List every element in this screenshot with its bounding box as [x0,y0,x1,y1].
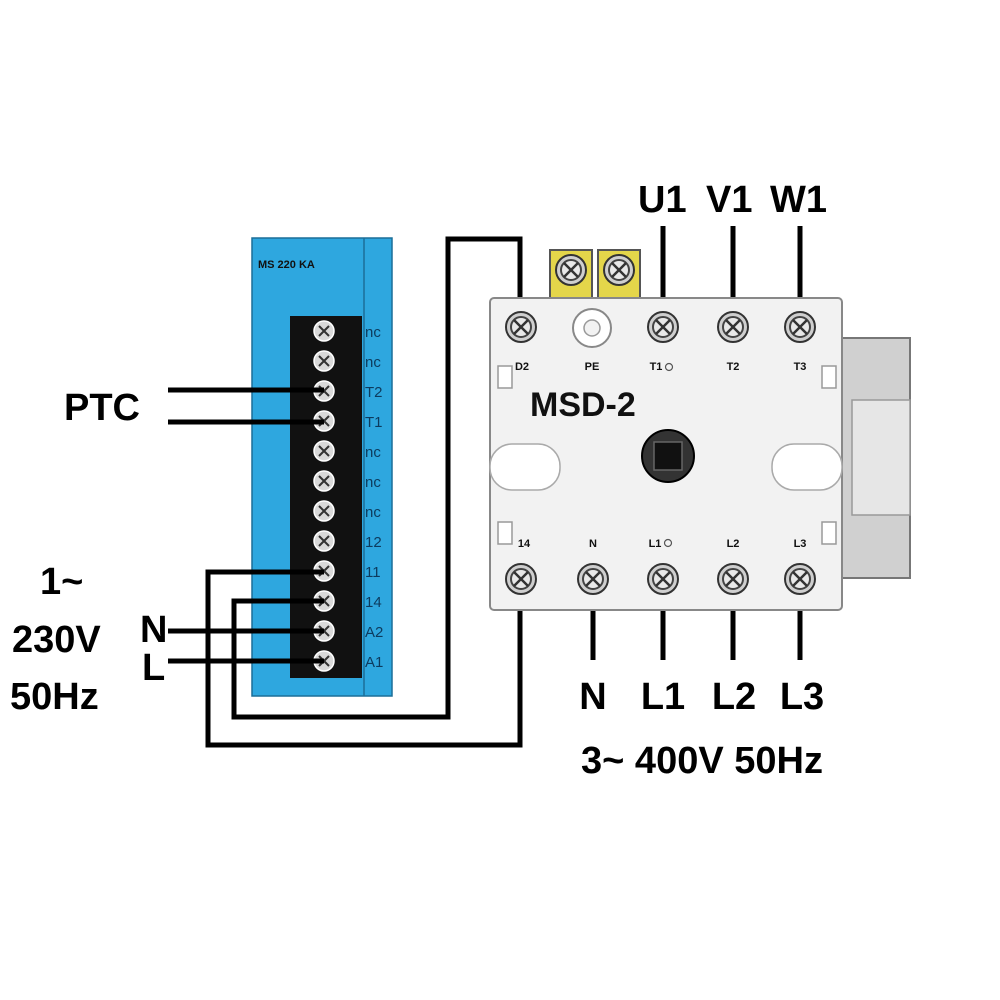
wire-11-to-14 [205,569,523,748]
relay-terminal-label: T2 [365,384,383,401]
label-single-voltage: 230V [12,619,101,661]
label-single-phase: 1~ [40,561,83,603]
relay-terminal-screw-nc [313,440,335,462]
bottom-label-l2: L2 [727,538,740,550]
bottom-label-l1: L1 [649,538,662,550]
relay-terminal-label: T1 [365,414,383,431]
label-supply-l3: L3 [780,676,824,718]
label-three-phase: 3~ 400V 50Hz [581,740,823,782]
msd-device: D2 PE T1 T2 T3 14 N L1 L2 L3 MSD-2 [489,249,911,611]
top-label-t3: T3 [794,361,807,373]
relay-terminal-screw-nc [313,350,335,372]
label-v1: V1 [706,179,752,221]
label-ptc: PTC [64,387,140,429]
terminal-screw-t2 [717,311,749,343]
relay-terminal-label: nc [365,354,381,371]
wires [168,226,803,748]
relay-terminal-screw-12 [313,530,335,552]
label-supply-l2: L2 [712,676,756,718]
terminal-screw-l1 [647,563,679,595]
terminal-screw-l2 [717,563,749,595]
top-label-t2: T2 [727,361,740,373]
relay-terminal-screw-nc [313,320,335,342]
relay-terminal-strip [290,316,362,678]
relay-terminal-label: A1 [365,654,383,671]
terminal-screw-n [577,563,609,595]
terminal-screw-d2 [505,311,537,343]
label-u1: U1 [638,179,687,221]
relay-terminal-label: A2 [365,624,383,641]
relay-terminal-label: nc [365,504,381,521]
relay-terminal-label: 14 [365,594,382,611]
relay-terminal-label: 12 [365,534,382,551]
bottom-label-n: N [589,538,597,550]
reset-button-face [653,441,683,471]
device-side-module-inner [851,399,911,516]
top-label-d2: D2 [515,361,529,373]
relay-terminal-label: 11 [365,564,381,581]
relay-terminal-label: nc [365,324,381,341]
relay-model-label: MS 220 KA [258,259,315,271]
top-label-pe: PE [585,361,600,373]
top-label-t1: T1 [650,361,663,373]
terminal-screw-t3 [784,311,816,343]
wire-14-to-d2 [231,236,523,720]
relay-terminal-screw-nc [313,500,335,522]
labels: PTC 1~ 230V 50Hz N L U1 V1 W1 N L1 L2 L3… [10,179,827,782]
label-supply-l1: L1 [641,676,685,718]
relay-terminal-screw-nc [313,470,335,492]
terminal-screw-14 [505,563,537,595]
label-single-freq: 50Hz [10,676,99,718]
terminal-screw-l3 [784,563,816,595]
terminal-screw-t1 [647,311,679,343]
label-w1: W1 [770,179,827,221]
label-n: N [140,609,167,651]
relay-terminal-label: nc [365,474,381,491]
device-name: MSD-2 [530,386,636,424]
label-supply-n: N [579,676,606,718]
relay-terminal-label: nc [365,444,381,461]
bottom-label-l3: L3 [794,538,807,550]
yellow-clamps [549,249,641,299]
bottom-label-14: 14 [518,538,531,550]
label-l: L [142,647,165,689]
